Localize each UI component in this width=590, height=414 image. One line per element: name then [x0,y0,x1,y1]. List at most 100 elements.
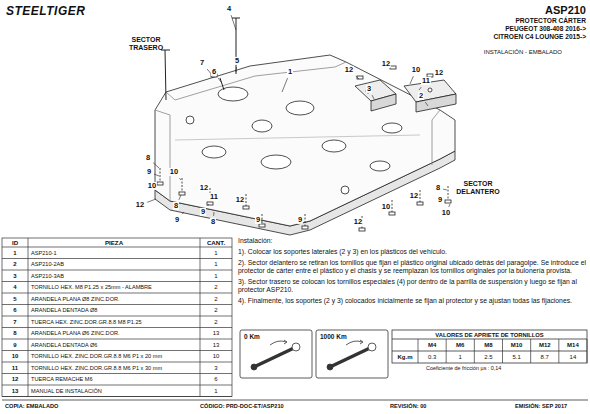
km-label: 0 Km [244,333,260,340]
leader-line [410,76,413,84]
callout-number: 12 [199,184,209,192]
callout-number: 12 [434,69,444,77]
callout-number: 3 [366,85,372,93]
instruction-text: 2). Sector delantero se retiran los torn… [238,259,586,276]
callout-number: 8 [435,184,441,192]
parts-table-grid [2,238,232,397]
leader-line [179,195,181,200]
callout-number: 8 [145,154,151,162]
logo: STEELTIGER [6,5,85,18]
table-cell: 1 [13,249,16,256]
torque-title: VALORES DE APRIETE DE TORNILLOS [435,331,543,337]
table-header: PIEZA [105,239,123,246]
table-cell: 12 [12,376,19,383]
callout-number: 9 [200,208,206,216]
header-line: PROTECTOR CÁRTER [515,17,586,24]
table-cell: ASP210-1 [31,250,57,256]
table-cell: 13 [213,330,220,337]
callout-number: 12 [381,60,391,68]
plate-holes [186,87,402,194]
instruction-heading: Instalación: [238,237,586,245]
table-cell: 1 [214,261,217,268]
table-cell: 2 [214,318,217,325]
table-cell: 13 [12,387,19,394]
table-cell: 1 [214,272,217,279]
leader-line [443,189,447,191]
table-cell: 2 [13,261,16,268]
table-cell: 6 [13,307,16,314]
table-cell: ARANDELA DENTADA Ø8 [31,307,97,313]
leader-line [236,67,237,72]
torque-size: M8 [484,342,492,349]
torque-unit: Kg.m [398,354,413,361]
leader-line [179,178,181,180]
leader-line [182,212,184,214]
table-cell: ASP210-2AB [31,261,64,267]
leader-line [218,78,221,82]
callout-number: 9 [174,216,180,224]
callout-number: 12 [344,66,354,74]
torque-value: 2.5 [484,354,492,361]
torque-size: M14 [567,342,579,349]
side-brackets [355,80,456,112]
header-line: CITROEN C4 LOUNGE 2015-> [493,33,586,40]
callout-number: 4 [226,5,232,13]
torque-value: 8.7 [541,354,549,361]
table-cell: 1 [214,249,217,256]
callout-number: 5 [234,57,240,65]
table-cell: 10 [213,353,220,360]
callout-number: 10 [381,203,391,211]
wrench-icon [251,340,300,370]
callout-number: 10 [169,168,179,176]
callout-number: 9 [255,216,261,224]
table-cell: 2 [214,284,217,291]
leader-line [425,102,428,106]
callout-number: 10 [147,182,157,190]
torque-table-grid [418,339,587,363]
torque-value: 1 [459,354,462,361]
callout-number: 9 [146,168,152,176]
footer-text: CÓDIGO: PRD-DOC-ET/ASP210 [200,403,284,409]
table-cell: ASP210-3AB [31,273,64,279]
instruction-text: 1). Colocar los soportes laterales (2 y … [238,248,586,256]
callout-number: 12 [409,192,419,200]
instruction-text: 4). Finalmente, los soportes (2 y 3) col… [238,297,586,305]
torque-value: 14 [570,354,577,361]
table-cell: TORNILLO HEX. ZINC.DOR.GR.8.8 M6 P1 x 30… [31,365,162,371]
table-cell: 2 [214,307,217,314]
torque-size: M4 [428,342,436,349]
table-cell: 9 [13,341,16,348]
callout-number: 9 [437,196,443,204]
frame-lines [2,400,588,401]
table-cell: ARANDELA DENTADA Ø6 [31,342,97,348]
table-cell: 11 [12,364,18,371]
screws [157,66,451,231]
footer-text: COPIA: EMBALADO [5,403,58,409]
table-cell: 4 [13,284,16,291]
callout-number: 6 [211,68,217,76]
table-cell: MANUAL DE INSTALACIÓN [31,388,102,394]
leader-line [213,212,214,216]
torque-value: 0.3 [428,354,436,361]
instructions-block: Instalación: 1). Colocar los soportes lat… [238,237,586,307]
leader-line [154,174,159,176]
part-code-title: ASP210 [545,4,586,16]
sector-label: SECTOR TRASERO [123,36,169,51]
table-cell: ARANDELA PLANA Ø6 ZINC.DOR. [31,330,120,336]
torque-value: 5.1 [512,354,520,361]
table-cell: 8 [13,330,16,337]
callout-number: 10 [411,66,421,74]
header-line: INSTALACIÓN - EMBALADO [484,49,562,56]
sector-label: SECTOR DELANTERO [450,180,506,195]
callout-number: 12 [235,196,245,204]
table-cell: 10 [12,353,19,360]
torque-size: M10 [511,342,523,349]
table-cell: TUERCA HEX. ZINC.DOR.GR.8.8 M8 P1.25 [31,319,142,325]
callout-number: 2 [418,92,424,100]
table-cell: 6 [214,376,217,383]
table-cell: 2 [214,295,217,302]
callout-number: 1 [287,68,293,76]
leader-line [356,76,359,79]
